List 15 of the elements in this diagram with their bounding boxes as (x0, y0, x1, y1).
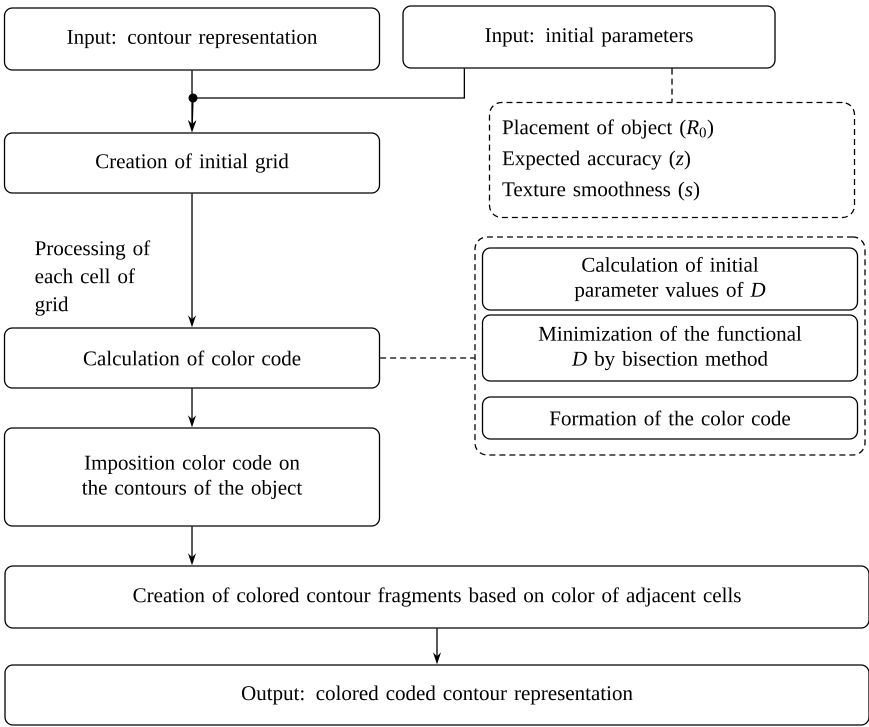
process-box: Creation of initial grid (4, 132, 380, 194)
step-box: Minimization of the functional D by bisection method (482, 314, 858, 382)
step-box: Formation of the color code (482, 396, 858, 440)
process-box: Imposition color code on the contours of the object (4, 427, 380, 527)
process-box: Creation of colored contour fragments based on color of adjacent cells (4, 565, 869, 629)
input-box: Input: initial parameters (402, 5, 776, 69)
parameter-list-box: Placement of object (R$_{0}$) Expected accuracy (z) Texture smoothness (s) (488, 102, 856, 218)
step-box: Calculation of initial parameter values of D (482, 247, 858, 311)
input-box: Input: contour representation (4, 7, 380, 71)
edge-label: Processing of each cell of grid (35, 240, 150, 316)
group-box (474, 236, 866, 456)
process-box: Calculation of color code (4, 327, 380, 389)
connector-line (380, 357, 474, 359)
connector-line (671, 68, 673, 102)
output-box: Output: colored coded contour representation (4, 664, 869, 726)
